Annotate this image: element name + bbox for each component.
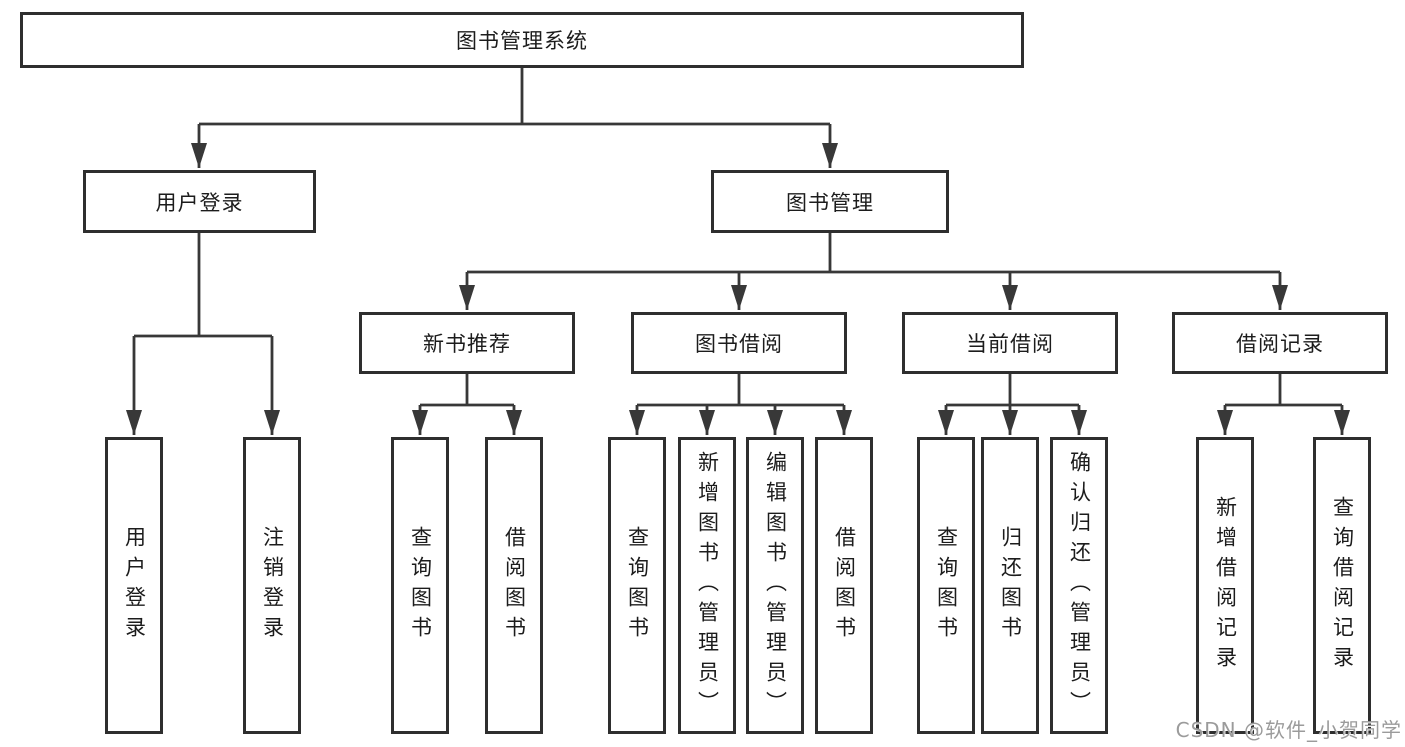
leaf-label: 归还图书 bbox=[998, 525, 1023, 646]
leaf-query-books-current: 查询图书 bbox=[917, 437, 975, 734]
leaf-label: 查询图书 bbox=[625, 525, 650, 646]
node-book-borrow: 图书借阅 bbox=[631, 312, 847, 374]
leaf-add-borrow-record: 新增借阅记录 bbox=[1196, 437, 1254, 734]
leaf-logout: 注销登录 bbox=[243, 437, 301, 734]
node-current-borrow: 当前借阅 bbox=[902, 312, 1118, 374]
node-book-borrow-label: 图书借阅 bbox=[695, 332, 783, 356]
leaf-return-book: 归还图书 bbox=[981, 437, 1039, 734]
leaf-logout-label: 注销登录 bbox=[260, 525, 285, 646]
node-root: 图书管理系统 bbox=[20, 12, 1024, 68]
leaf-edit-book-admin: 编辑图书（管理员） bbox=[746, 437, 804, 734]
leaf-label: 查询图书 bbox=[934, 525, 959, 646]
leaf-label: 新增借阅记录 bbox=[1213, 495, 1238, 676]
connector-root-to-level2 bbox=[191, 66, 838, 168]
node-book-management-label: 图书管理 bbox=[786, 190, 874, 215]
connector-book-borrow-to-leaves bbox=[629, 374, 852, 435]
leaf-user-login-label: 用户登录 bbox=[122, 525, 147, 646]
leaf-label: 借阅图书 bbox=[502, 525, 527, 646]
leaf-label: 查询借阅记录 bbox=[1330, 495, 1355, 676]
connector-book-management-to-level3 bbox=[459, 233, 1288, 310]
leaf-confirm-return-admin: 确认归还（管理员） bbox=[1050, 437, 1108, 734]
leaf-user-login: 用户登录 bbox=[105, 437, 163, 734]
leaf-query-books-recommend: 查询图书 bbox=[391, 437, 449, 734]
node-borrow-records: 借阅记录 bbox=[1172, 312, 1388, 374]
node-current-borrow-label: 当前借阅 bbox=[966, 332, 1054, 356]
leaf-add-book-admin: 新增图书（管理员） bbox=[678, 437, 736, 734]
node-user-login-label: 用户登录 bbox=[155, 190, 244, 215]
leaf-borrow-books: 借阅图书 bbox=[815, 437, 873, 734]
node-root-label: 图书管理系统 bbox=[456, 29, 588, 53]
leaf-label: 借阅图书 bbox=[832, 525, 857, 646]
leaf-query-borrow-record: 查询借阅记录 bbox=[1313, 437, 1371, 734]
connector-current-borrow-to-leaves bbox=[938, 374, 1087, 435]
leaf-label: 新增图书（管理员） bbox=[695, 450, 720, 721]
leaf-label: 查询图书 bbox=[408, 525, 433, 646]
csdn-watermark: CSDN @软件_小贺同学 bbox=[1175, 718, 1402, 742]
node-user-login: 用户登录 bbox=[83, 170, 316, 233]
node-new-book-recommend: 新书推荐 bbox=[359, 312, 575, 374]
node-new-book-recommend-label: 新书推荐 bbox=[423, 332, 511, 356]
connector-user-login-to-leaves bbox=[126, 233, 280, 435]
node-borrow-records-label: 借阅记录 bbox=[1236, 332, 1324, 356]
node-book-management: 图书管理 bbox=[711, 170, 949, 233]
leaf-label: 编辑图书（管理员） bbox=[763, 450, 788, 721]
leaf-query-books-borrow: 查询图书 bbox=[608, 437, 666, 734]
connector-borrow-records-to-leaves bbox=[1217, 374, 1350, 435]
connector-new-book-recommend-to-leaves bbox=[412, 374, 522, 435]
leaf-borrow-books-recommend: 借阅图书 bbox=[485, 437, 543, 734]
leaf-label: 确认归还（管理员） bbox=[1067, 450, 1092, 721]
